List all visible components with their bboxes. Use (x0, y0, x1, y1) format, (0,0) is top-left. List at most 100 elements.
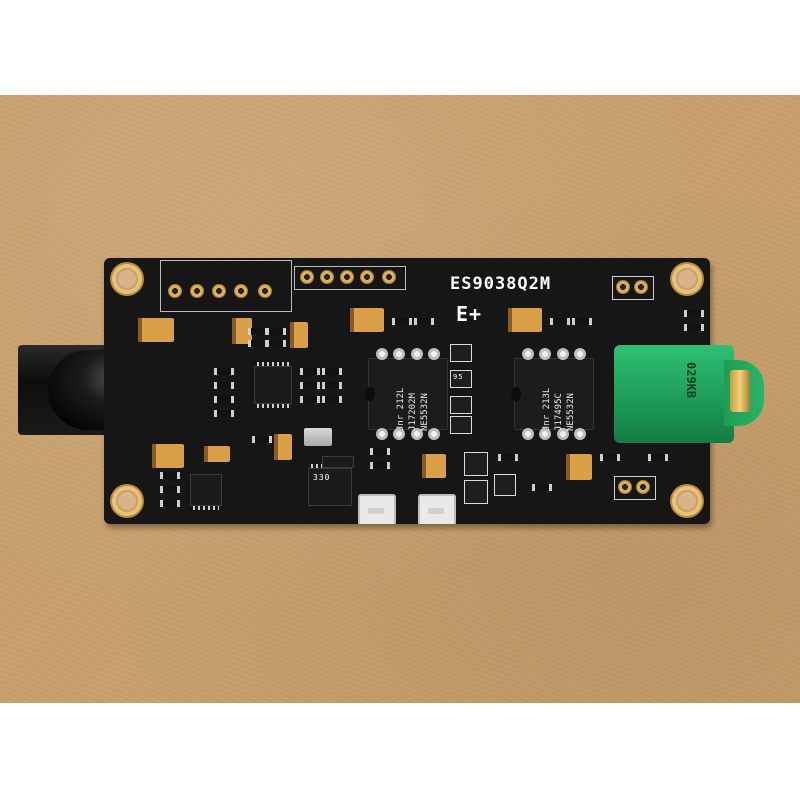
regulator-left-pins (193, 506, 219, 510)
resistor-6 (414, 318, 434, 325)
dac-circuit-board: ES9038Q2M E+ (104, 258, 710, 524)
inductor-3 (494, 474, 516, 496)
opamp-left-notch (365, 387, 375, 401)
header-pad-1 (168, 284, 182, 298)
transistor-3 (450, 396, 472, 414)
resistor-9 (214, 368, 234, 375)
capacitor-5 (508, 308, 542, 332)
jumper-outline-top-right (612, 276, 654, 300)
capacitor-2 (232, 318, 252, 344)
opamp-left-pins-bottom (373, 428, 443, 440)
headphone-jack-contact (730, 370, 750, 412)
resistor-29 (684, 324, 704, 331)
jumper-pad-tr-1 (616, 280, 630, 294)
resistor-11 (214, 396, 234, 403)
mounting-hole-bottom-right (670, 484, 704, 518)
jumper-pad-br-2 (636, 480, 650, 494)
resistor-3 (248, 340, 268, 347)
opamp-right-line2: J17495C (554, 393, 564, 431)
dac-chip-pins-bottom (257, 404, 289, 408)
resistor-8 (572, 318, 592, 325)
headphone-jack-label: 029KB (684, 362, 698, 399)
opamp-right-line1: NE5532N (566, 393, 576, 431)
headphone-jack: 029KB (606, 340, 766, 445)
resistor-24 (498, 454, 518, 461)
resistor-13 (300, 368, 320, 375)
opamp-left-line3: Jnr 212L (396, 387, 406, 431)
tactile-button-right[interactable] (418, 494, 456, 524)
resistor-4 (266, 340, 286, 347)
capacitor-6 (152, 444, 184, 468)
board-title: ES9038Q2M (450, 274, 552, 294)
transistor-4 (450, 416, 472, 434)
capacitor-3 (290, 322, 308, 348)
dac-chip (254, 362, 292, 408)
resistor-27 (648, 454, 668, 461)
opamp-left-pins-top (373, 348, 443, 360)
resistor-30 (252, 436, 272, 443)
header2-outline (294, 266, 406, 290)
opamp-right-notch (511, 387, 521, 401)
resistor-22 (370, 448, 390, 455)
resistor-12 (214, 410, 234, 417)
header-pad-4 (234, 284, 248, 298)
header2-pad-5 (382, 270, 396, 284)
resistor-7 (550, 318, 570, 325)
regulator-left (190, 474, 222, 510)
regulator-mid: 330 (308, 464, 352, 506)
resistor-18 (322, 396, 342, 403)
capacitor-8 (274, 434, 292, 460)
transistor-code: 95 (453, 373, 464, 381)
resistor-25 (532, 484, 552, 491)
header-outline (160, 260, 292, 312)
opamp-left: Jnr 212L J17202M NE5532N (365, 348, 448, 440)
resistor-21 (160, 500, 180, 507)
jumper-pad-br-1 (618, 480, 632, 494)
opamp-left-line1: NE5532N (420, 393, 430, 431)
header2-pad-2 (320, 270, 334, 284)
capacitor-1 (138, 318, 174, 342)
soic-chip (322, 456, 354, 468)
opamp-right: Jnr 213L J17495C NE5532N (511, 348, 594, 440)
tactile-button-left[interactable] (358, 494, 396, 524)
inductor-1 (464, 452, 488, 476)
opamp-left-line2: J17202M (408, 393, 418, 431)
opamp-right-line3: Jnr 213L (542, 387, 552, 431)
capacitor-4 (350, 308, 384, 332)
mounting-hole-top-right (670, 262, 704, 296)
inductor-2 (464, 480, 488, 504)
jumper-pad-tr-2 (634, 280, 648, 294)
capacitor-10 (566, 454, 592, 480)
header2-pad-1 (300, 270, 314, 284)
resistor-5 (392, 318, 412, 325)
opamp-right-marking: Jnr 213L J17495C NE5532N (541, 388, 577, 431)
capacitor-9 (422, 454, 446, 478)
resistor-26 (600, 454, 620, 461)
resistor-15 (300, 396, 320, 403)
transistor-2: 95 (450, 370, 472, 388)
dac-chip-pins-top (257, 362, 289, 366)
capacitor-7 (204, 446, 230, 462)
header-pad-2 (190, 284, 204, 298)
opamp-left-marking: Jnr 212L J17202M NE5532N (395, 388, 431, 431)
resistor-14 (300, 382, 320, 389)
crystal-oscillator (304, 428, 332, 446)
resistor-20 (160, 486, 180, 493)
header2-pad-4 (360, 270, 374, 284)
mounting-hole-bottom-left (110, 484, 144, 518)
board-logo: E+ (456, 302, 483, 326)
resistor-17 (322, 382, 342, 389)
resistor-10 (214, 382, 234, 389)
resistor-23 (370, 462, 390, 469)
headphone-jack-body (614, 345, 734, 443)
resistor-2 (266, 328, 286, 335)
opamp-right-pins-bottom (519, 428, 589, 440)
resistor-19 (160, 472, 180, 479)
header2-pad-3 (340, 270, 354, 284)
header-pad-5 (258, 284, 272, 298)
header-pad-3 (212, 284, 226, 298)
transistor-1 (450, 344, 472, 362)
mounting-hole-top-left (110, 262, 144, 296)
regulator-code: 330 (313, 473, 331, 482)
resistor-28 (684, 310, 704, 317)
